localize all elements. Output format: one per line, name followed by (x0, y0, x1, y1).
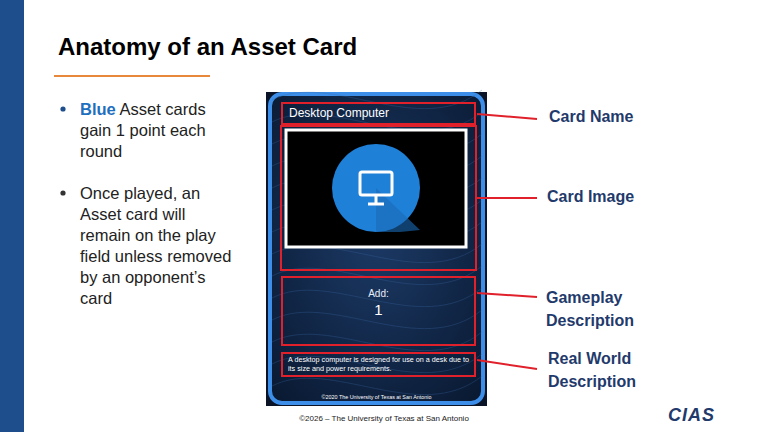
monitor-icon (360, 172, 392, 195)
card-frame (266, 92, 487, 406)
callout-label: Card Image (547, 188, 634, 206)
slide-title: Anatomy of an Asset Card (58, 33, 357, 61)
callout-box (281, 126, 476, 270)
description-text: A desktop computer is designed for use o… (288, 356, 469, 373)
card-region: Desktop Computer (281, 102, 476, 125)
leader-line (477, 114, 537, 119)
icon-circle (332, 144, 420, 232)
footer-text: ©2026 – The University of Texas at San A… (0, 414, 768, 423)
card-body (270, 94, 483, 403)
card-region: Add: 1 (281, 276, 476, 346)
gameplay-text: 1 (289, 301, 468, 318)
card-region: A desktop computer is designed for use o… (281, 352, 476, 377)
callout-label: Card Name (549, 108, 633, 126)
logo-text: CIAS (668, 405, 715, 426)
highlight-word: Blue (80, 100, 116, 118)
bullet-text: Blue Asset cards gain 1 point each round (80, 99, 230, 162)
leader-line (477, 360, 537, 369)
card-name: Desktop Computer (289, 106, 468, 120)
side-bar (0, 0, 24, 432)
leader-line (477, 197, 537, 199)
gameplay-text: Add: (289, 288, 468, 299)
bullet-dot (60, 106, 65, 111)
asset-card: ©2020 The University of Texas at San Ant… (266, 92, 487, 406)
card-texture (272, 90, 482, 395)
bullet-text: Once played, an Asset card will remain o… (80, 183, 240, 309)
monitor-stand (375, 196, 378, 203)
bullet-dot (60, 190, 65, 195)
callout-label: Real World Description (548, 347, 658, 393)
card-image-frame (286, 130, 466, 247)
leader-line (477, 293, 537, 297)
card-copyright: ©2020 The University of Texas at San Ant… (266, 394, 487, 400)
monitor-base (368, 203, 384, 206)
callout-label: Gameplay Description (546, 286, 656, 332)
title-underline (54, 75, 210, 77)
